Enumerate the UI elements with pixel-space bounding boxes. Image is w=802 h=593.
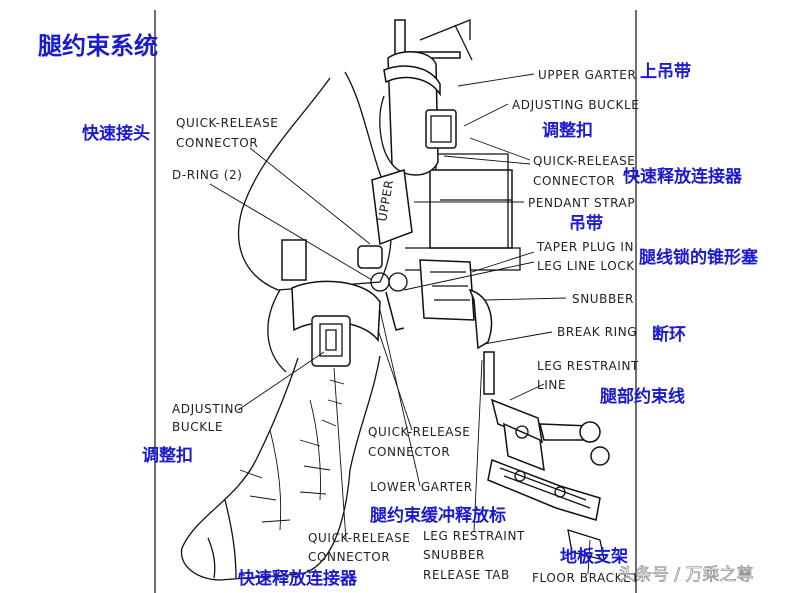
lower-garter	[291, 280, 381, 367]
watermark: 头条号 / 万乘之尊	[618, 565, 754, 585]
label-qrc-left-1: QUICK-RELEASE	[176, 116, 278, 130]
label-zh-qrc-bottom: 快速释放连接器	[238, 568, 358, 589]
label-upper-garter: UPPER GARTER	[538, 68, 636, 82]
label-zh-taper-plug: 腿线锁的锥形塞	[639, 247, 759, 268]
label-break-ring: BREAK RING	[557, 325, 637, 339]
shin-boot-outline	[180, 355, 381, 581]
label-adjusting-buckle-top: ADJUSTING BUCKLE	[512, 98, 639, 112]
label-qrc-right-2: CONNECTOR	[533, 174, 615, 188]
label-snubber: SNUBBER	[572, 292, 634, 306]
label-zh-snubber-tab: 腿约束缓冲释放标	[370, 505, 506, 526]
label-qrc-bottom-2: CONNECTOR	[308, 550, 390, 564]
label-leg-restraint-line-2: LINE	[537, 378, 566, 392]
label-qrc-mid-1: QUICK-RELEASE	[368, 425, 470, 439]
label-leg-restraint-line-1: LEG RESTRAINT	[537, 359, 639, 373]
label-taper-plug-1: TAPER PLUG IN	[536, 240, 634, 254]
label-pendant-strap: PENDANT STRAP	[528, 196, 635, 210]
pendant-strap: UPPER	[357, 169, 413, 331]
label-qrc-mid-2: CONNECTOR	[368, 445, 450, 459]
label-zh-break-ring: 断环	[652, 324, 686, 345]
label-lower-garter: LOWER GARTER	[370, 480, 473, 494]
leader-lines	[209, 73, 591, 575]
label-zh-leg-restraint-line: 腿部约束线	[600, 386, 685, 407]
label-qrc-left-2: CONNECTOR	[176, 136, 258, 150]
label-zh-qrc-left: 快速接头	[82, 123, 150, 144]
label-zh-qrc-right: 快速释放连接器	[623, 166, 743, 187]
label-qrc-bottom-1: QUICK-RELEASE	[308, 531, 410, 545]
label-zh-adjusting-buckle-top: 调整扣	[542, 120, 593, 141]
label-zh-pendant-strap: 吊带	[569, 213, 603, 234]
label-snubber-tab-3: RELEASE TAB	[423, 568, 510, 582]
thigh-outline	[238, 71, 392, 291]
knee-outline	[267, 289, 287, 373]
label-snubber-tab-2: SNUBBER	[423, 548, 485, 562]
floor-bracket	[487, 398, 610, 561]
label-zh-floor-bracket: 地板支架	[560, 546, 628, 567]
label-qrc-right-1: QUICK-RELEASE	[533, 154, 635, 168]
break-ring-snubber	[468, 288, 495, 395]
label-zh-adjusting-buckle-left: 调整扣	[142, 445, 193, 466]
label-zh-upper-garter: 上吊带	[640, 61, 691, 82]
page-title: 腿约束系统	[38, 32, 158, 60]
seat-structure	[281, 19, 521, 321]
upper-garter	[383, 65, 457, 149]
label-taper-plug-2: LEG LINE LOCK	[537, 259, 635, 273]
label-floor-bracket: FLOOR BRACKET	[532, 571, 639, 585]
label-adjusting-buckle-left-2: BUCKLE	[172, 420, 223, 434]
label-snubber-tab-1: LEG RESTRAINT	[423, 529, 525, 543]
label-adjusting-buckle-left-1: ADJUSTING	[172, 402, 244, 416]
label-d-ring: D-RING (2)	[172, 168, 243, 182]
